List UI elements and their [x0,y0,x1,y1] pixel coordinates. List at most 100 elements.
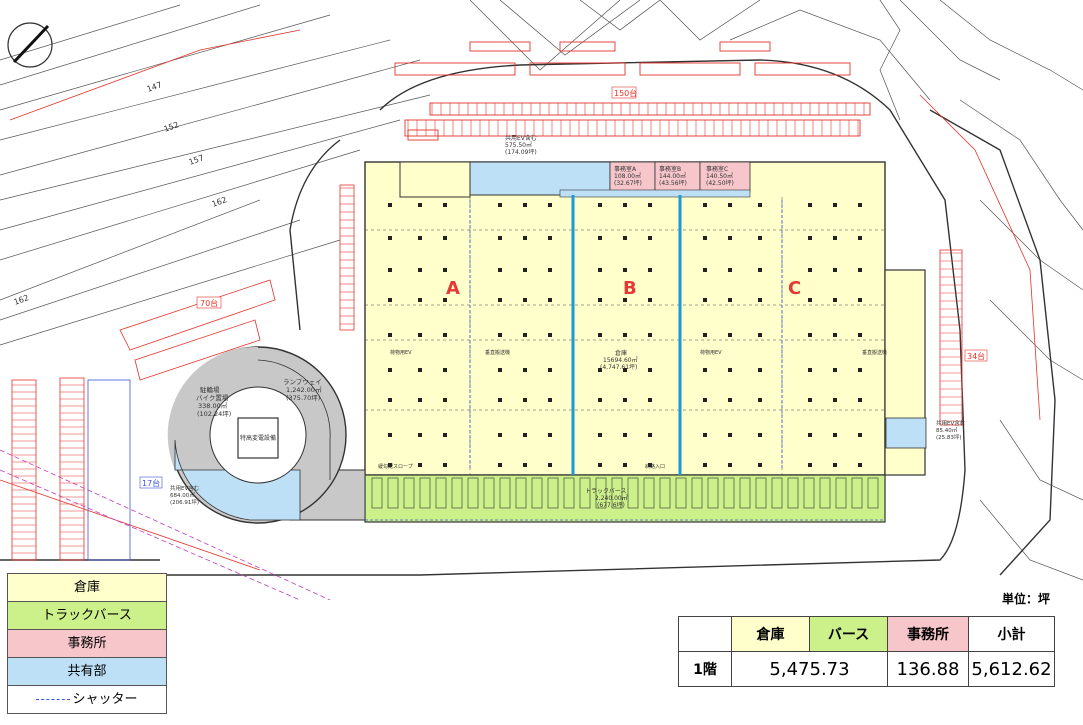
shutter-line-icon [36,699,71,700]
dock-bay [643,477,655,509]
column-mark [833,433,837,437]
column-mark [858,333,862,337]
column-mark [728,463,732,467]
substation-label: 特高変電設備 [240,434,276,442]
header-subtotal: 小計 [968,616,1055,652]
column-mark [808,433,812,437]
common-area-east [885,417,927,449]
svg-text:事務室A: 事務室A [614,165,637,173]
column-mark [498,368,502,372]
svg-text:85.40㎡: 85.40㎡ [936,426,958,434]
bike-parking-stripes [11,377,131,561]
dock-bay [515,477,527,509]
column-mark [703,268,707,272]
dock-bay [531,477,543,509]
dock-bay [691,477,703,509]
column-mark [703,298,707,302]
column-mark [703,463,707,467]
column-mark [703,236,707,240]
cell-office: 136.88 [887,651,969,687]
common-area-north [469,161,611,196]
column-mark [443,398,447,402]
svg-text:(102.24坪): (102.24坪) [197,410,231,418]
legend-office: 事務所 [8,630,166,658]
dock-bay [611,477,623,509]
column-mark [648,368,652,372]
svg-text:(42.50坪): (42.50坪) [706,179,734,187]
svg-text:144.00㎡: 144.00㎡ [659,172,686,180]
column-mark [598,368,602,372]
column-mark [648,236,652,240]
column-mark [858,298,862,302]
column-mark [648,433,652,437]
site-terrain [0,0,1083,581]
column-mark [388,433,392,437]
column-mark [443,298,447,302]
svg-text:(206.91坪): (206.91坪) [170,498,199,506]
column-mark [623,236,627,240]
svg-text:バイク置場: バイク置場 [196,393,229,402]
column-mark [598,203,602,207]
dock-bay [723,477,735,509]
column-mark [648,298,652,302]
contour-152: 152 [163,120,180,134]
svg-text:ランプウェイ: ランプウェイ [283,378,322,386]
dock-bay [707,477,719,509]
office-c [699,161,751,193]
svg-text:70台: 70台 [200,298,218,308]
column-mark [443,203,447,207]
column-mark [808,368,812,372]
column-mark [758,298,762,302]
svg-text:共用EV含む: 共用EV含む [936,419,966,427]
column-mark [623,368,627,372]
column-mark [548,298,552,302]
common-east-label: 共用EV含む 85.40㎡ (25.83坪) [936,419,966,441]
column-mark [728,398,732,402]
column-mark [443,268,447,272]
column-mark [443,433,447,437]
office-c-label: 事務室C 140.50㎡ (42.50坪) [706,165,734,187]
column-mark [443,368,447,372]
column-mark [623,398,627,402]
column-mark [623,268,627,272]
column-mark [548,433,552,437]
column-mark [598,433,602,437]
column-mark [728,368,732,372]
column-mark [703,398,707,402]
contour-162: 162 [211,195,228,209]
common-north-label: 共用EV含む 575.50㎡ (174.09坪) [505,134,537,156]
column-mark [598,298,602,302]
lift-label-3: 荷物用EV [700,349,722,356]
office-a [609,161,656,193]
column-mark [548,398,552,402]
svg-text:108.00㎡: 108.00㎡ [614,172,641,180]
dock-bay [803,477,815,509]
column-mark [623,333,627,337]
svg-text:338.00㎡: 338.00㎡ [198,401,228,410]
column-mark [728,268,732,272]
area-table: 倉庫 バース 事務所 小計 1階 5,475.73 136.88 5,612.6… [678,616,1055,687]
lift-label-2: 垂直搬送機 [485,349,510,356]
dock-bay [659,477,671,509]
legend-truck-berth: トラックバース [8,602,166,630]
floor-plan: A B C 150台 70台 34台 17台 147 152 157 162 1… [0,0,1083,600]
column-mark [648,333,652,337]
column-mark [598,398,602,402]
column-mark [523,463,527,467]
svg-text:(43.56坪): (43.56坪) [659,179,687,187]
column-mark [523,203,527,207]
column-mark [648,268,652,272]
column-mark [443,236,447,240]
column-mark [758,463,762,467]
parking-west [119,184,963,426]
svg-text:倉庫: 倉庫 [615,349,627,357]
column-mark [808,298,812,302]
column-mark [758,433,762,437]
column-mark [523,368,527,372]
column-mark [858,368,862,372]
column-mark [833,463,837,467]
dock-bay [451,477,463,509]
legend-shutter: シャッター [8,686,166,713]
dock-bay [371,477,383,509]
dock-bay [771,477,783,509]
